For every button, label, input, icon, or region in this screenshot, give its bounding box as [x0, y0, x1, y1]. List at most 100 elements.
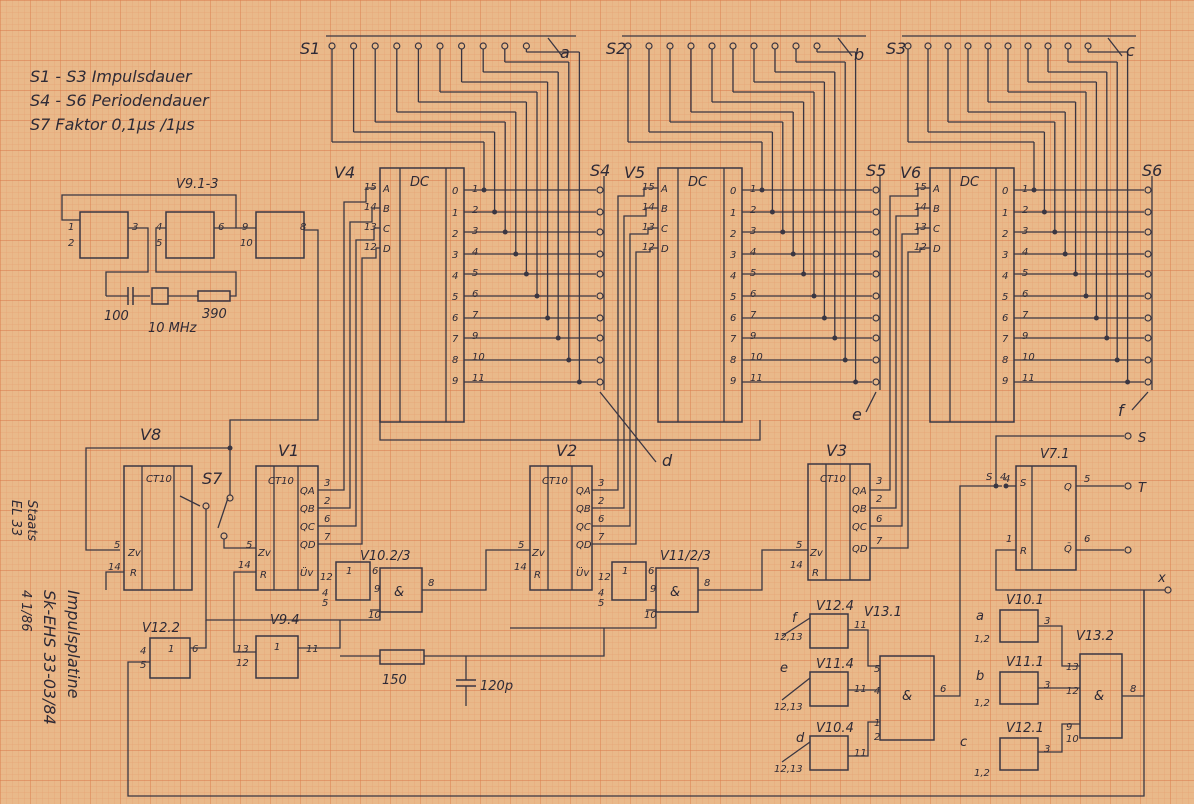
- svg-text:10: 10: [240, 238, 253, 249]
- switch-contact: [479, 42, 487, 50]
- svg-text:11: 11: [306, 644, 319, 655]
- mid-switch-contact: [596, 356, 604, 364]
- s4-label: S4: [590, 161, 610, 180]
- mid-switch-contact: [596, 292, 604, 300]
- v8-label: V8: [140, 425, 161, 444]
- svg-text:14: 14: [238, 560, 251, 571]
- svg-text:4: 4: [1004, 474, 1010, 485]
- mid-switch-contact: [1144, 292, 1152, 300]
- svg-text:S: S: [1020, 478, 1027, 489]
- v2-label: V2: [556, 441, 577, 460]
- switch-contact: [687, 42, 695, 50]
- svg-text:A: A: [382, 184, 390, 195]
- wiper-f-label: f: [1118, 401, 1126, 420]
- svg-text:V10.2/3: V10.2/3: [360, 549, 411, 564]
- svg-text:V13.1: V13.1: [864, 605, 902, 620]
- svg-text:S: S: [986, 472, 993, 483]
- resistor-390: [197, 290, 231, 302]
- gate-v9-4: V9.4 1 13 12 11 150 120p: [233, 571, 605, 706]
- resistor-150: [379, 649, 425, 665]
- v11-4-gate: [809, 671, 849, 707]
- switch-contact: [708, 42, 716, 50]
- switch-contact: [1044, 42, 1052, 50]
- svg-text:10: 10: [472, 352, 485, 363]
- svg-text:2: 2: [876, 494, 882, 505]
- svg-text:&: &: [394, 585, 404, 600]
- svg-text:4: 4: [1002, 271, 1008, 282]
- s5-label: S5: [866, 161, 886, 180]
- svg-text:QD: QD: [852, 544, 868, 555]
- switch-contact: [501, 42, 509, 50]
- counter-v2: V2 CT10 QA QB QC QD Üv Zv R 5 14 3 2 6 7: [514, 441, 605, 591]
- mid-switch-contact: [1144, 378, 1152, 386]
- v12-1-gate: [999, 737, 1039, 771]
- svg-text:0: 0: [452, 186, 458, 197]
- svg-text:V7.1: V7.1: [1040, 447, 1070, 462]
- wiper: [1107, 37, 1123, 57]
- svg-text:12,13: 12,13: [774, 702, 803, 713]
- svg-text:14: 14: [108, 562, 121, 573]
- svg-text:5: 5: [598, 598, 604, 609]
- svg-text:1: 1: [274, 642, 280, 653]
- svg-text:8: 8: [730, 355, 736, 366]
- svg-text:9: 9: [374, 584, 380, 595]
- svg-text:V10.1: V10.1: [1006, 593, 1044, 608]
- switch-contact: [813, 42, 821, 50]
- svg-text:2: 2: [324, 496, 330, 507]
- svg-text:11: 11: [854, 620, 867, 631]
- svg-text:9: 9: [650, 584, 656, 595]
- switch-contact: [350, 42, 358, 50]
- decode-gates-efd: V12.4 12,13 11 V11.4 12,13 11 V10.4 12,1…: [774, 485, 1002, 775]
- svg-text:4: 4: [874, 686, 880, 697]
- mid-switch-contact: [872, 228, 880, 236]
- switch-contact: [729, 42, 737, 50]
- oscillator-v9-1-3: V9.1-3 1 2 3 4 5 6 9 10 8 100 10 MHz 390: [61, 177, 319, 551]
- svg-text:R: R: [260, 570, 267, 581]
- svg-text:2: 2: [1022, 205, 1028, 216]
- counter-v1: V1 CT10 QA QB QC QD Üv Zv R 5 14 3 2 6 7: [238, 441, 331, 591]
- v3-body: [807, 463, 871, 581]
- counter-decoder-buses: [318, 187, 930, 549]
- svg-text:C: C: [661, 224, 668, 235]
- revision-label: 4 1/86: [18, 590, 33, 632]
- wiper-d-label: d: [662, 451, 673, 470]
- svg-text:10: 10: [368, 610, 381, 621]
- svg-text:8: 8: [300, 222, 306, 233]
- osc-inverter-1: [79, 211, 129, 259]
- svg-text:B: B: [383, 204, 390, 215]
- mid-switch-contact: [872, 334, 880, 342]
- svg-text:9: 9: [1022, 331, 1028, 342]
- mid-switch-contact: [596, 228, 604, 236]
- wiper-e-label: e: [852, 405, 862, 424]
- switch-contact: [414, 42, 422, 50]
- vertical-note: Staats EL 33: [8, 500, 39, 541]
- svg-text:7: 7: [472, 310, 479, 321]
- s2-label: S2: [606, 39, 626, 58]
- svg-text:V12.2: V12.2: [142, 621, 180, 636]
- svg-text:3: 3: [730, 250, 736, 261]
- svg-text:5: 5: [730, 292, 736, 303]
- switch-contact: [436, 42, 444, 50]
- svg-text:1: 1: [68, 222, 74, 233]
- svg-text:DC: DC: [960, 175, 980, 190]
- mid-switch-contact: [596, 314, 604, 322]
- svg-text:9: 9: [452, 376, 458, 387]
- svg-text:QC: QC: [576, 522, 591, 533]
- mid-switch-contact: [1144, 334, 1152, 342]
- svg-text:D: D: [383, 244, 391, 255]
- switch-contact: [984, 42, 992, 50]
- switch-contact: [328, 42, 336, 50]
- wiper-e: [865, 391, 877, 413]
- svg-text:7: 7: [1002, 334, 1009, 345]
- v1-body: [255, 465, 319, 591]
- decode-gates-abc: V10.1 1,2 3 V11.1 1,2 3 V12.1 1,2 3 a b …: [960, 590, 1145, 779]
- svg-text:9: 9: [1002, 376, 1008, 387]
- svg-text:8: 8: [452, 355, 458, 366]
- svg-text:R: R: [812, 568, 819, 579]
- svg-text:2: 2: [730, 229, 736, 240]
- wiper-b-label: b: [854, 45, 864, 64]
- svg-text:100: 100: [104, 309, 129, 324]
- svg-text:5: 5: [796, 540, 802, 551]
- svg-text:5: 5: [518, 540, 524, 551]
